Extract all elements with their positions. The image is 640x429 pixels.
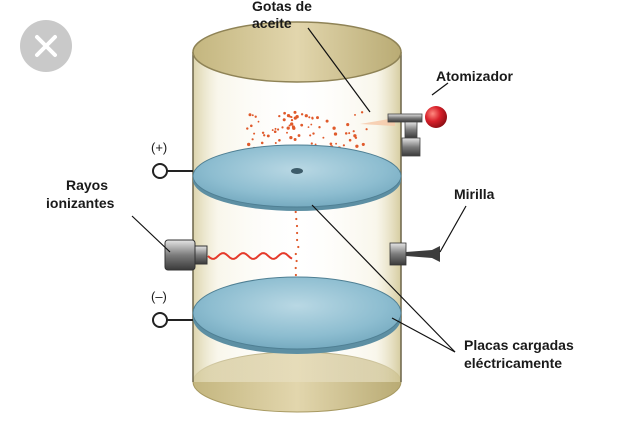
- falling-drop-stream: [294, 210, 300, 277]
- ionizing-source-icon: [164, 239, 208, 271]
- oil-drops-label-line2: aceite: [252, 15, 292, 31]
- lower-plate: [192, 276, 402, 354]
- upper-plate: [192, 144, 402, 211]
- viewer-icon: [389, 242, 440, 266]
- positive-polarity-label: (+): [151, 140, 168, 155]
- ionizing-rays-label-line1: Rayos: [66, 177, 109, 193]
- atomizer-icon: [360, 106, 447, 157]
- charged-plates-label-line1: Placas cargadas: [464, 337, 574, 353]
- charged-plates-label-line2: eléctricamente: [464, 355, 563, 371]
- atomizer-label: Atomizador: [436, 68, 513, 84]
- close-icon: [35, 35, 57, 57]
- viewer-label: Mirilla: [454, 186, 495, 202]
- ionizing-rays-label-line2: ionizantes: [46, 195, 115, 211]
- negative-polarity-label: (–): [151, 289, 167, 304]
- negative-terminal-icon: [152, 312, 193, 328]
- leader-lines: [131, 27, 467, 353]
- positive-terminal-icon: [152, 163, 193, 179]
- close-button[interactable]: [20, 20, 72, 72]
- oil-drops-label-line1: Gotas de: [252, 0, 312, 14]
- cylinder-top: [192, 21, 402, 83]
- ionizing-wave: [207, 252, 293, 260]
